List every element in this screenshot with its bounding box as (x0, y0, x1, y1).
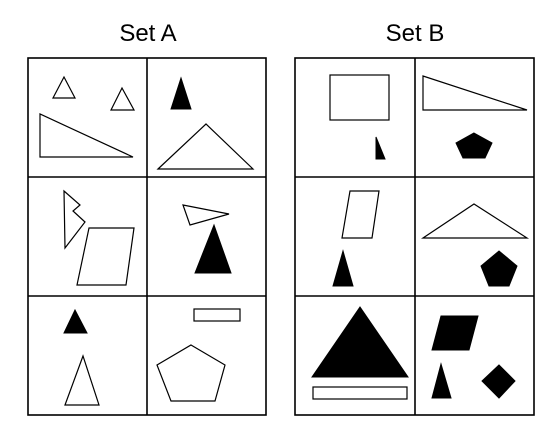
set-b-grid (294, 57, 535, 416)
set-b-cell-4 (421, 203, 530, 287)
set-a-cell-5 (63, 308, 100, 406)
outline-triangle (52, 75, 76, 99)
outline-triangle (182, 204, 230, 226)
outline-triangle (156, 123, 255, 170)
set-b-cell-1 (329, 74, 390, 160)
set-b-cell-5 (311, 306, 409, 400)
filled-parallelogram (431, 315, 479, 351)
set-b-cell-6 (431, 315, 516, 399)
outline-triangle (110, 86, 136, 111)
set-a-cell-6 (156, 308, 241, 402)
set-a-cell-3 (63, 189, 135, 286)
outline-triangle (63, 189, 86, 250)
set-a-cell-1 (39, 75, 136, 158)
outline-rectangle (312, 386, 408, 400)
outline-right-triangle (422, 75, 528, 111)
set-a-cell-4 (182, 204, 232, 274)
outline-triangle (64, 354, 100, 406)
filled-triangle (63, 308, 88, 334)
set-a-title: Set A (119, 20, 177, 47)
outline-right-triangle (39, 113, 134, 158)
outline-rectangle (329, 74, 390, 121)
set-b-cell-2 (422, 75, 528, 159)
filled-triangle (431, 362, 452, 399)
filled-triangle (375, 136, 386, 160)
set-a-grid (27, 57, 267, 416)
outline-rectangle (193, 308, 241, 322)
set-b-cell-3 (332, 190, 380, 287)
outline-parallelogram (341, 190, 380, 239)
outline-pentagon (156, 344, 226, 402)
filled-diamond (481, 364, 516, 399)
set-b-title: Set B (385, 20, 445, 47)
filled-triangle (332, 249, 354, 287)
outline-triangle (421, 203, 530, 239)
outline-parallelogram (76, 227, 135, 286)
filled-triangle (194, 223, 232, 274)
filled-triangle (170, 76, 192, 110)
filled-pentagon (480, 250, 518, 287)
set-a-cell-2 (156, 76, 255, 170)
filled-pentagon (455, 132, 493, 159)
filled-triangle (311, 306, 409, 378)
